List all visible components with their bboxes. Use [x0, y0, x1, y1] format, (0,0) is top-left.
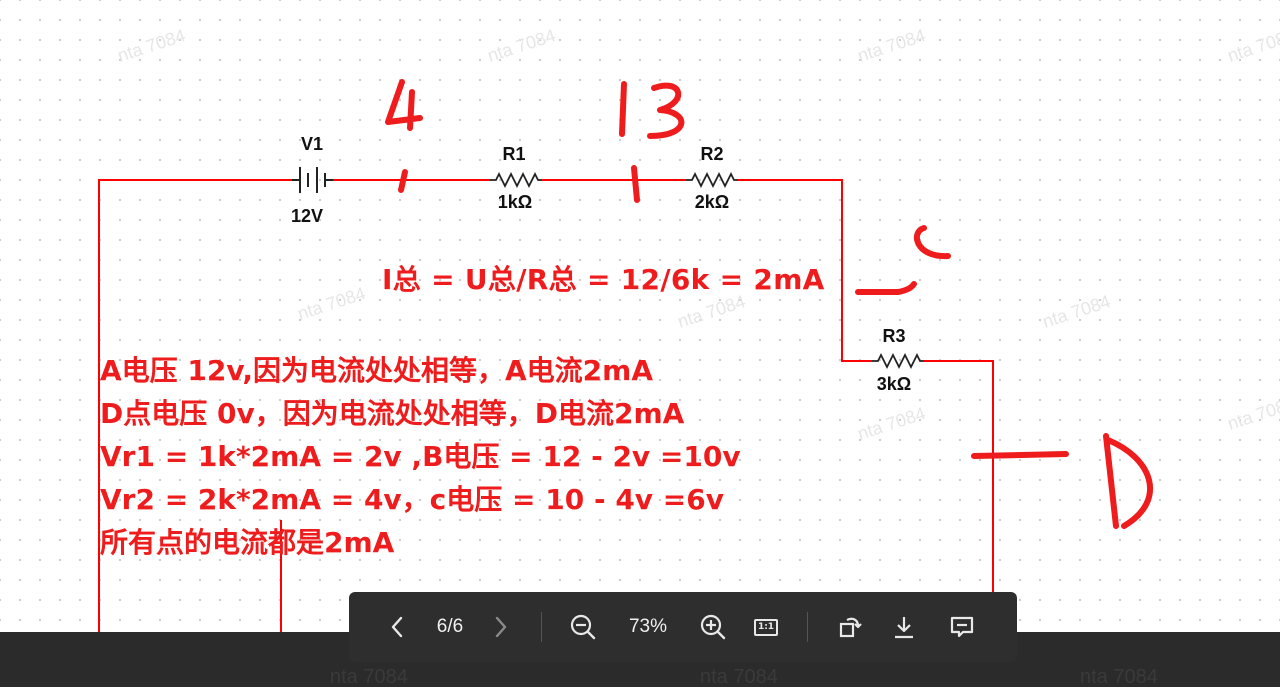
- toolbar-separator: [541, 612, 542, 642]
- battery-symbol: [292, 167, 333, 193]
- download-button[interactable]: [886, 592, 922, 662]
- r1-name-label: R1: [502, 144, 525, 164]
- tick-mark-a: [398, 169, 408, 193]
- r2-name-label: R2: [700, 144, 723, 164]
- r3-value-label: 3kΩ: [877, 374, 911, 394]
- r1-value-label: 1kΩ: [498, 192, 532, 212]
- zoom-out-icon: [570, 614, 596, 640]
- handwritten-point-a: [385, 79, 423, 131]
- r3-name-label: R3: [882, 326, 905, 346]
- resistor-r1-symbol: [490, 171, 542, 189]
- wire-r2-r3: [738, 179, 872, 362]
- handwritten-point-b: [619, 81, 685, 139]
- watermark-text: nta 7084: [1225, 25, 1280, 66]
- handwritten-point-c: [913, 225, 951, 260]
- next-page-button[interactable]: [483, 592, 519, 662]
- resistor-r3-symbol: [872, 352, 924, 370]
- rotate-button[interactable]: [832, 592, 868, 662]
- wire-left: [98, 179, 292, 632]
- tick-mark-d: [971, 451, 1069, 459]
- watermark-text: nta 7084: [1040, 291, 1113, 332]
- zoom-level: 73%: [628, 616, 668, 637]
- zoom-in-button[interactable]: [695, 592, 731, 662]
- comment-icon: [950, 616, 974, 638]
- zoom-out-button[interactable]: [565, 592, 601, 662]
- watermark-text: nta 7084: [115, 25, 188, 66]
- total-current-equation: I总 = U总/R总 = 12/6k = 2mA: [382, 263, 825, 296]
- v1-value-label: 12V: [291, 206, 323, 226]
- watermark-text: nta 7084: [485, 25, 558, 66]
- watermark-text: nta 7084: [1225, 393, 1280, 434]
- watermark-text: nta 7084: [330, 666, 408, 688]
- download-icon: [895, 617, 913, 639]
- zoom-in-icon: [700, 614, 726, 640]
- note-line-current: 所有点的电流都是2mA: [100, 526, 395, 559]
- watermark-text: nta 7084: [700, 666, 778, 688]
- resistor-r2-symbol: [686, 171, 738, 189]
- note-line-vr1: Vr1 = 1k*2mA = 2v ,B电压 = 12 - 2v =10v: [100, 440, 741, 473]
- wire-r3-ground: [924, 360, 994, 632]
- toolbar-separator: [807, 612, 808, 642]
- actual-size-button[interactable]: 1:1: [748, 592, 784, 662]
- v1-name-label: V1: [301, 134, 323, 154]
- note-line-a: A电压 12v,因为电流处处相等，A电流2mA: [100, 354, 653, 387]
- previous-page-button[interactable]: [379, 592, 415, 662]
- comment-button[interactable]: [944, 592, 980, 662]
- viewer-toolbar: 6/6 73% 1:1: [349, 592, 1017, 662]
- handwritten-point-d: [1103, 433, 1154, 529]
- note-line-d: D点电压 0v，因为电流处处相等，D电流2mA: [100, 397, 685, 430]
- tick-mark-c: [855, 281, 917, 295]
- watermark-text: nta 7084: [295, 283, 368, 324]
- r2-value-label: 2kΩ: [695, 192, 729, 212]
- watermark-text: nta 7084: [855, 403, 928, 444]
- watermark-text: nta 7084: [855, 25, 928, 66]
- chevron-right-icon: [495, 616, 507, 638]
- annotation-notes: A电压 12v,因为电流处处相等，A电流2mA D点电压 0v，因为电流处处相等…: [100, 349, 741, 564]
- rotate-icon: [839, 617, 862, 638]
- tick-mark-b: [631, 165, 640, 203]
- circuit-wires: [98, 179, 994, 632]
- chevron-left-icon: [391, 616, 403, 638]
- page-indicator: 6/6: [436, 616, 464, 637]
- watermark-text: nta 7084: [1080, 666, 1158, 688]
- handwritten-marks: [385, 79, 1154, 529]
- note-line-vr2: Vr2 = 2k*2mA = 4v，c电压 = 10 - 4v =6v: [100, 483, 724, 516]
- actual-size-icon: 1:1: [753, 618, 779, 636]
